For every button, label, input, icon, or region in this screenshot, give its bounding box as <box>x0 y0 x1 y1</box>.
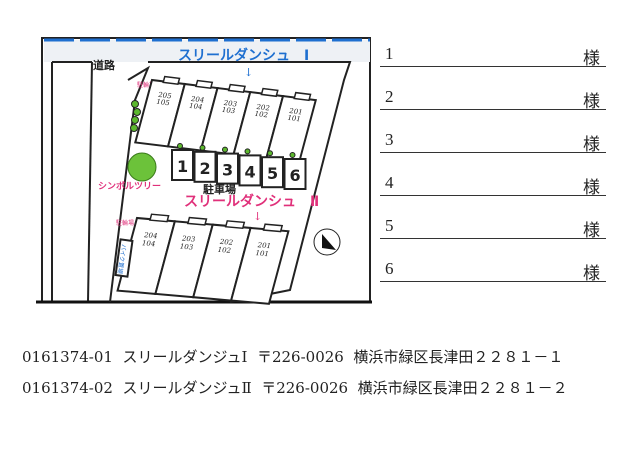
hedge <box>289 152 296 158</box>
road-edge-right <box>87 61 93 303</box>
road-label: 道路 <box>93 58 116 72</box>
row-number: 3 <box>385 130 394 149</box>
honorific: 様 <box>583 264 600 284</box>
row-number: 2 <box>385 87 394 106</box>
balcony <box>260 87 279 98</box>
balcony <box>224 220 246 230</box>
unit-lower-number: 104 <box>188 101 204 111</box>
building1-label: スリールダンシュ Ⅰ <box>178 47 309 64</box>
unit-upper-number: 204 <box>190 94 206 104</box>
balcony <box>227 83 246 94</box>
property-name: スリールダンジュⅡ <box>122 379 252 397</box>
property-code: 0161374-01 <box>22 348 113 366</box>
parking-space <box>238 154 262 187</box>
parking-space <box>216 152 239 185</box>
unit-lower-number: 102 <box>254 109 270 119</box>
property-line-1: 0161374-01 スリールダンジュⅠ 〒226-0026 横浜市緑区長津田２… <box>22 346 563 367</box>
hedge <box>267 150 273 157</box>
property-address: 横浜市緑区長津田２２８１－２ <box>357 379 568 397</box>
north-arrow-icon <box>313 228 341 256</box>
symbol-tree-label: シンボルツリー <box>98 180 161 192</box>
unit-lower-number: 103 <box>221 105 237 115</box>
honorific: 様 <box>583 49 600 69</box>
honorific: 様 <box>583 221 600 241</box>
parking-space <box>261 156 284 189</box>
arrow-down-icon: ↓ <box>244 66 253 79</box>
unit-lower-number: 101 <box>286 113 302 123</box>
honorific: 様 <box>583 178 600 198</box>
honorific: 様 <box>583 92 600 112</box>
balcony <box>162 75 181 86</box>
honorific: 様 <box>583 135 600 155</box>
parking-space-number: 1 <box>177 157 188 176</box>
parking-label: 駐車場 <box>203 182 236 196</box>
unit-upper-number: 201 <box>288 106 304 116</box>
row-number: 5 <box>385 216 394 235</box>
balcony <box>186 216 208 226</box>
parking-space-number: 6 <box>290 166 301 185</box>
unit-lower-number: 105 <box>155 97 171 107</box>
balcony <box>195 79 214 90</box>
unit-upper-number: 204 <box>143 230 159 240</box>
unit-lower-number: 103 <box>179 242 195 252</box>
balcony <box>262 223 284 233</box>
building2-label: スリールダンシュ Ⅱ <box>184 193 319 210</box>
property-postal: 〒226-0026 <box>261 379 349 397</box>
row-number: 6 <box>385 259 394 278</box>
unit-upper-number: 203 <box>181 234 197 244</box>
parking-space <box>171 149 194 181</box>
bicycle-parking-label-2: 駐輪場 <box>116 219 134 227</box>
parking-space-number: 5 <box>267 164 278 183</box>
top-road <box>44 40 370 62</box>
balcony <box>149 213 170 223</box>
row-number: 4 <box>385 173 394 192</box>
parking-space-number: 2 <box>200 159 211 178</box>
property-name: スリールダンジュⅠ <box>122 348 248 366</box>
hedge <box>244 148 251 155</box>
row-number: 1 <box>385 44 394 63</box>
property-postal: 〒226-0026 <box>256 348 344 366</box>
hedge <box>199 144 206 151</box>
parking-space <box>283 158 307 190</box>
unit-upper-number: 202 <box>219 237 235 247</box>
unit-lower-number: 101 <box>254 248 270 258</box>
hedge-left <box>130 100 141 132</box>
property-code: 0161374-02 <box>22 379 113 397</box>
unit-upper-number: 202 <box>255 102 271 112</box>
unit-upper-number: 201 <box>257 240 273 250</box>
bike-parking <box>114 238 134 278</box>
unit-lower-number: 104 <box>141 238 157 248</box>
parking-space <box>193 150 217 183</box>
parking-space-number: 3 <box>222 161 233 180</box>
unit-lower-number: 102 <box>217 245 233 255</box>
hedge <box>177 143 183 149</box>
bicycle-parking-label-1: 駐輪場 <box>137 81 155 89</box>
balcony <box>293 91 312 102</box>
symbol-tree-icon <box>127 152 157 182</box>
hedge <box>222 146 228 153</box>
property-line-2: 0161374-02 スリールダンジュⅡ 〒226-0026 横浜市緑区長津田２… <box>22 377 568 398</box>
parking-space-number: 4 <box>245 162 256 181</box>
property-address: 横浜市緑区長津田２２８１－１ <box>353 348 564 366</box>
unit-upper-number: 205 <box>157 90 173 100</box>
arrow-down-icon: ↓ <box>253 210 262 223</box>
unit-upper-number: 203 <box>223 98 239 108</box>
